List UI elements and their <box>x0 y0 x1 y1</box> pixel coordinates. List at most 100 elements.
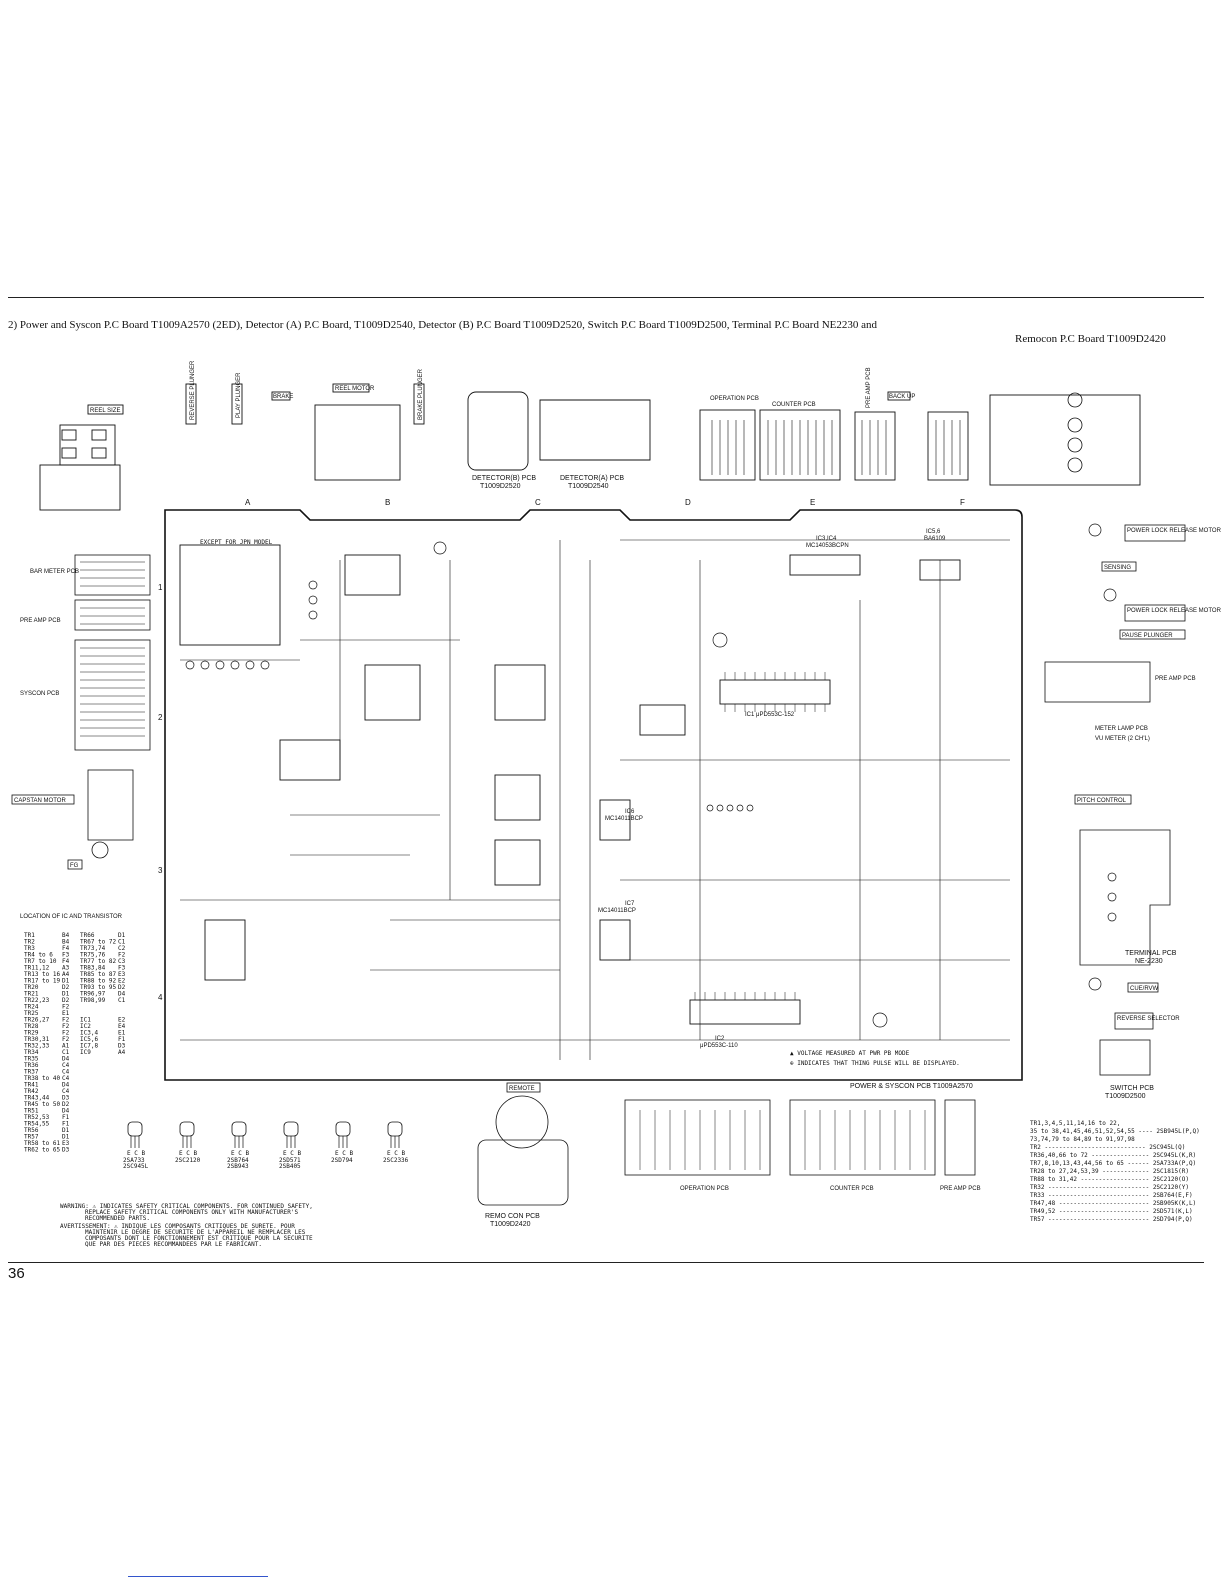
location-cell: TR98,99 <box>80 997 106 1004</box>
remote-connector <box>495 1095 549 1149</box>
svg-text:PITCH CONTROL: PITCH CONTROL <box>1077 798 1127 804</box>
location-cell: TR52,53 <box>24 1114 50 1121</box>
svg-text:IC2: IC2 <box>715 1036 725 1042</box>
svg-text:POWER LOCK RELEASE MOTOR: POWER LOCK RELEASE MOTOR <box>1127 608 1222 614</box>
location-cell: F3 <box>118 965 126 972</box>
svg-text:F: F <box>960 498 965 507</box>
location-cell: E2 <box>118 978 126 985</box>
svg-text:BAR METER PCB: BAR METER PCB <box>30 569 79 575</box>
svg-text:2: 2 <box>158 713 163 722</box>
power-lock-release-motor-2-box <box>1124 604 1186 622</box>
location-cell: TR83,84 <box>80 965 106 972</box>
reel-motor-frame <box>314 404 401 481</box>
location-cell: IC3,4 <box>80 1030 98 1037</box>
svg-text:NE-2230: NE-2230 <box>1135 958 1163 965</box>
power-lock-release-motor-box <box>1124 524 1186 542</box>
operation-pcb-top <box>699 409 756 481</box>
location-cell: TR13 to 16 <box>24 971 61 978</box>
brake-plunger-box <box>413 383 425 425</box>
location-cell: TR4 to 6 <box>24 952 53 959</box>
relay-block-3 <box>494 664 546 721</box>
location-cell: C4 <box>62 1062 70 1069</box>
counter-pcb-bottom <box>789 1099 936 1176</box>
location-cell: TR77 to 82 <box>80 958 117 965</box>
back-up-box <box>887 391 911 401</box>
pause-plunger-box <box>1119 629 1186 640</box>
tr-list-line: TR49,52 ------------------------- 2SD571… <box>1030 1208 1193 1215</box>
location-cell: A3 <box>62 965 70 972</box>
tr-list-line: TR47,48 ------------------------- 2SB905… <box>1030 1200 1196 1207</box>
pre-amp-pcb-bottom <box>944 1099 976 1176</box>
location-cell: D4 <box>118 991 126 998</box>
tr-list-line: TR88 to 31,42 ------------------- 2SC212… <box>1030 1176 1189 1183</box>
location-cell: C4 <box>62 1088 70 1095</box>
svg-text:T1009D2520: T1009D2520 <box>480 483 521 490</box>
transistor-pins: E C B <box>179 1150 197 1157</box>
location-cell: E1 <box>118 1030 126 1037</box>
tr-list-line: TR32 ---------------------------- 2SC212… <box>1030 1184 1189 1191</box>
location-cell: TR75,76 <box>80 952 106 959</box>
location-cell: TR88 to 92 <box>80 978 117 985</box>
location-cell: F2 <box>62 1004 70 1011</box>
transistor-pins: E C B <box>231 1150 249 1157</box>
backup-pcb-top <box>927 411 969 481</box>
location-cell: TR22,23 <box>24 997 50 1004</box>
location-cell: TR26,27 <box>24 1017 50 1024</box>
relay-block-5 <box>494 839 541 886</box>
svg-text:IC3,IC4: IC3,IC4 <box>816 536 837 542</box>
svg-text:PRE AMP PCB: PRE AMP PCB <box>20 618 61 624</box>
svg-text:DETECTOR(A) PCB: DETECTOR(A) PCB <box>560 475 624 482</box>
location-cell: TR85 to 87 <box>80 971 117 978</box>
svg-text:EXCEPT FOR JPN MODEL: EXCEPT FOR JPN MODEL <box>200 539 273 546</box>
location-cell: TR41 <box>24 1082 39 1089</box>
location-cell: F4 <box>62 945 70 952</box>
power-syscon-board-outline <box>164 509 1023 1081</box>
location-cell: B4 <box>62 939 70 946</box>
location-cell: TR3 <box>24 945 35 952</box>
svg-text:PAUSE PLUNGER: PAUSE PLUNGER <box>1122 633 1173 639</box>
location-cell: IC2 <box>80 1023 91 1030</box>
syscon-connector <box>74 639 151 751</box>
location-cell: D1 <box>62 1127 70 1134</box>
location-cell: D2 <box>118 984 126 991</box>
location-cell: F2 <box>62 1030 70 1037</box>
location-cell: D4 <box>62 1108 70 1115</box>
play-plunger-box <box>231 383 243 425</box>
reverse-selector-box <box>1114 1012 1154 1030</box>
remote-label-box <box>506 1082 541 1093</box>
location-cell: E4 <box>118 1023 126 1030</box>
svg-text:TERMINAL PCB: TERMINAL PCB <box>1125 950 1177 957</box>
svg-text:E: E <box>810 498 815 507</box>
location-cell: E3 <box>62 1140 70 1147</box>
location-cell: D2 <box>62 1101 70 1108</box>
location-cell: D4 <box>62 1056 70 1063</box>
location-cell: E1 <box>62 1010 70 1017</box>
tr-list: TR1,3,4,5,11,14,16 to 22,35 to 38,41,45,… <box>1030 1120 1200 1223</box>
location-cell: F1 <box>118 1036 126 1043</box>
transistor-alt: 2SC945L <box>123 1163 149 1170</box>
ic1-package <box>719 679 831 705</box>
location-cell: TR32,33 <box>24 1043 50 1050</box>
location-cell: TR58 to 61 <box>24 1140 61 1147</box>
location-cell: E2 <box>118 1017 126 1024</box>
svg-text:MAINTENIR LE DEGRE DE SECURITE: MAINTENIR LE DEGRE DE SECURITE DE L'APPA… <box>85 1229 306 1236</box>
location-cell: F4 <box>62 958 70 965</box>
location-cell: F3 <box>62 952 70 959</box>
svg-text:A: A <box>245 498 251 507</box>
svg-text:IC6: IC6 <box>625 809 635 815</box>
svg-text:⊕ INDICATES THAT THING PULSE W: ⊕ INDICATES THAT THING PULSE WILL BE DIS… <box>790 1060 960 1067</box>
svg-text:IC7: IC7 <box>625 901 635 907</box>
transistor-type: 2SC2120 <box>175 1157 201 1164</box>
svg-text:IC5,6: IC5,6 <box>926 529 941 535</box>
svg-text:SWITCH PCB: SWITCH PCB <box>1110 1085 1154 1092</box>
svg-text:PLAY PLUNGER: PLAY PLUNGER <box>236 372 242 418</box>
svg-text:B: B <box>385 498 390 507</box>
svg-text:CAPSTAN MOTOR: CAPSTAN MOTOR <box>14 798 66 804</box>
location-cell: C1 <box>118 939 126 946</box>
location-cell: TR21 <box>24 991 39 998</box>
location-cell: TR56 <box>24 1127 39 1134</box>
location-cell: TR96,97 <box>80 991 106 998</box>
location-cell: E3 <box>118 971 126 978</box>
svg-text:1: 1 <box>158 583 163 592</box>
reel-size-switch <box>39 404 124 511</box>
